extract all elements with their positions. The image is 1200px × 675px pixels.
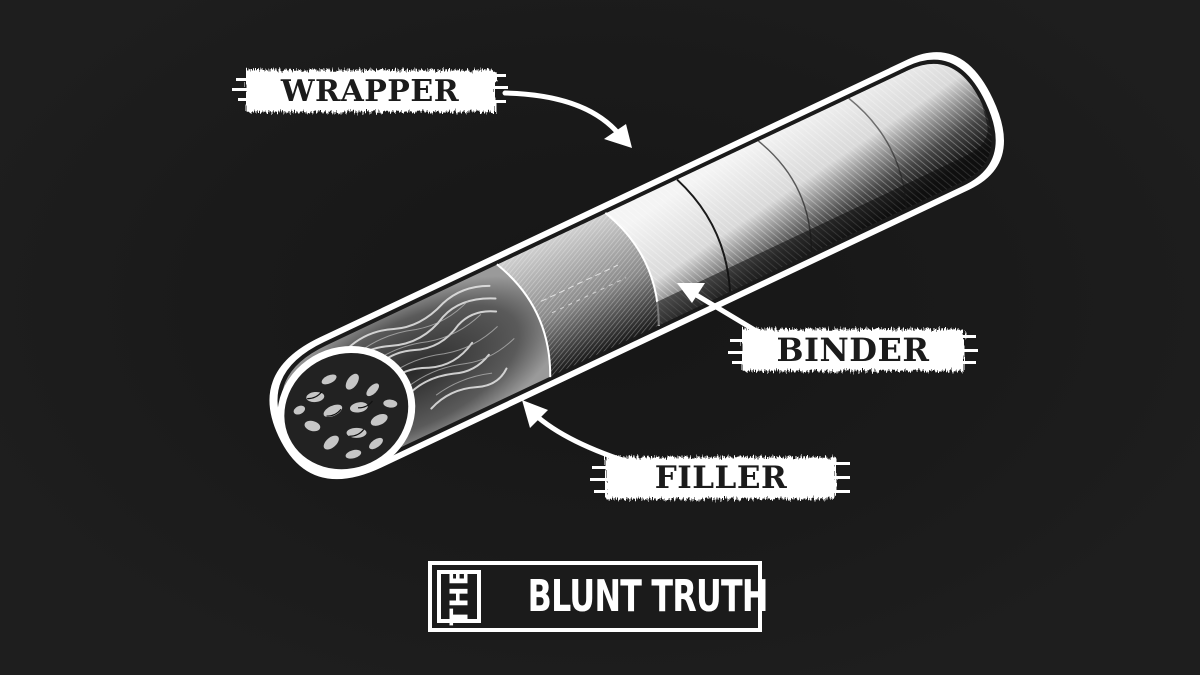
arrowheads [522,124,705,428]
wrapper-arrowhead [604,124,632,148]
logo-prefix: THE [444,567,474,626]
logo-the-box: THE [437,567,481,626]
brush-stroke [728,329,978,371]
brush-stroke [590,457,850,499]
filler-label-text: FILLER [654,460,788,496]
logo-name: BLUNT TRUTH [527,571,769,622]
filler-arrowhead [522,400,548,428]
filler-end-cap [277,345,416,477]
binder-label: BINDER [728,323,978,377]
brand-logo: THE BLUNT TRUTH [428,561,768,632]
brush-stroke [232,70,508,112]
wrapper-label-text: WRAPPER [280,73,460,109]
binder-arrowhead [677,283,705,303]
wrapper-arrow [502,90,625,141]
cigar-body [269,52,1004,480]
wrapper-layer [603,63,992,326]
binder-arrow [685,287,761,335]
wrapper-label: WRAPPER [232,64,508,118]
binder-label-text: BINDER [776,331,930,369]
filler-label: FILLER [590,452,852,504]
